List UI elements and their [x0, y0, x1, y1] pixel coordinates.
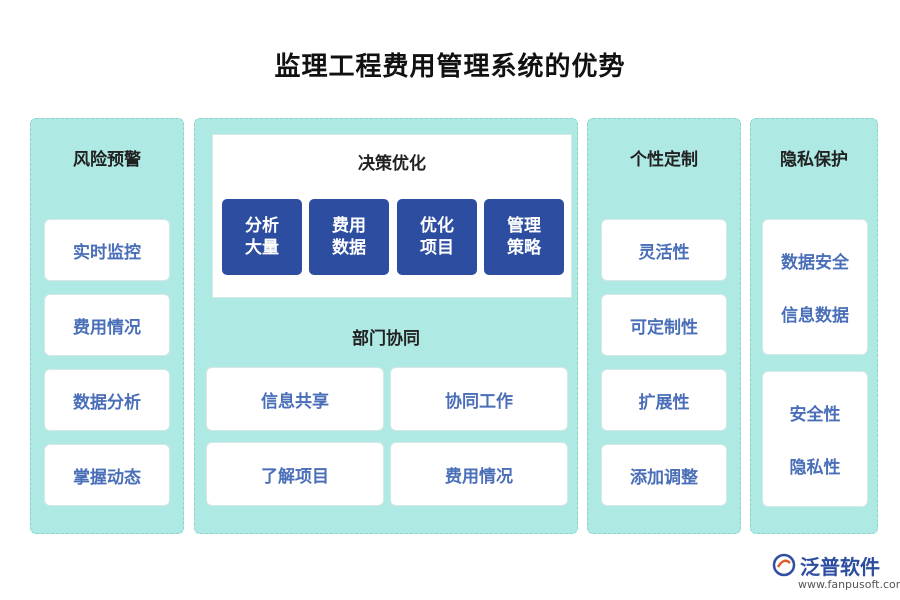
decision-box: 决策优化 分析 大量 费用 数据 优化 项目 管理 策略: [212, 134, 572, 298]
decision-item: 管理 策略: [484, 199, 564, 275]
decision-item: 费用 数据: [309, 199, 389, 275]
privacy-panel: 隐私保护 数据安全 信息数据 安全性 隐私性: [750, 118, 878, 534]
custom-item: 添加调整: [601, 444, 727, 506]
collab-item: 费用情况: [390, 442, 568, 506]
collab-item: 了解项目: [206, 442, 384, 506]
risk-item: 费用情况: [44, 294, 170, 356]
privacy-group: 安全性 隐私性: [762, 371, 868, 507]
logo-icon: [772, 553, 796, 577]
privacy-panel-title: 隐私保护: [780, 150, 848, 170]
page-title: 监理工程费用管理系统的优势: [274, 52, 626, 82]
custom-item: 灵活性: [601, 219, 727, 281]
privacy-item: 隐私性: [789, 458, 841, 478]
collab-title: 部门协同: [352, 329, 420, 349]
collab-item: 信息共享: [206, 367, 384, 431]
risk-item: 掌握动态: [44, 444, 170, 506]
decision-title: 决策优化: [358, 154, 426, 174]
custom-item: 可定制性: [601, 294, 727, 356]
custom-panel: 个性定制 灵活性 可定制性 扩展性 添加调整: [587, 118, 741, 534]
collab-item: 协同工作: [390, 367, 568, 431]
privacy-item: 信息数据: [781, 306, 849, 326]
logo-name: 泛普软件: [800, 555, 880, 579]
custom-panel-title: 个性定制: [630, 150, 698, 170]
privacy-item: 安全性: [789, 405, 841, 425]
logo-url: www.fanpusoft.com: [798, 578, 900, 591]
brand-logo: 泛普软件 www.fanpusoft.com: [772, 551, 900, 593]
privacy-item: 数据安全: [781, 253, 849, 273]
risk-item: 实时监控: [44, 219, 170, 281]
decision-item: 优化 项目: [397, 199, 477, 275]
risk-panel-title: 风险预警: [73, 150, 141, 170]
custom-item: 扩展性: [601, 369, 727, 431]
privacy-group: 数据安全 信息数据: [762, 219, 868, 355]
risk-panel: 风险预警 实时监控 费用情况 数据分析 掌握动态: [30, 118, 184, 534]
decision-item: 分析 大量: [222, 199, 302, 275]
risk-item: 数据分析: [44, 369, 170, 431]
